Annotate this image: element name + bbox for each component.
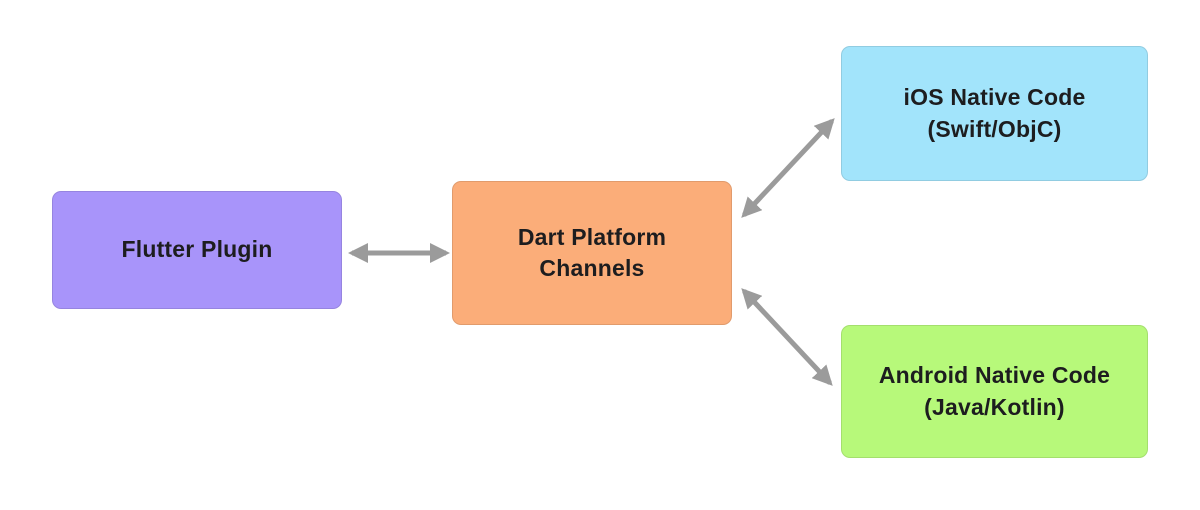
node-android-native-code: Android Native Code (Java/Kotlin) (841, 325, 1148, 458)
arrow-dart-to-ios (741, 118, 835, 218)
arrow-dart-to-android (741, 288, 833, 386)
android-native-code-label: Android Native Code (Java/Kotlin) (878, 362, 1111, 420)
ios-native-code-label: iOS Native Code (Swift/ObjC) (903, 84, 1086, 142)
node-dart-platform-channels: Dart Platform Channels (452, 181, 732, 325)
flutter-plugin-label: Flutter Plugin (121, 236, 273, 263)
dart-platform-channels-label: Dart Platform Channels (517, 223, 667, 281)
node-ios-native-code: iOS Native Code (Swift/ObjC) (841, 46, 1148, 181)
node-flutter-plugin: Flutter Plugin (52, 191, 342, 309)
